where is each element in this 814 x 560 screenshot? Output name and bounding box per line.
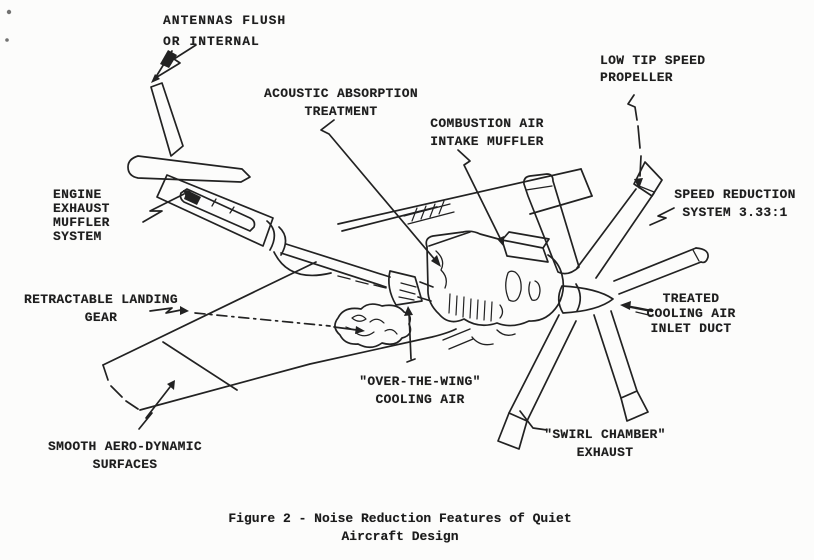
empennage xyxy=(127,50,251,183)
leader-antennas xyxy=(151,44,197,83)
exhaust-stub xyxy=(471,329,516,346)
left-wing xyxy=(102,251,457,411)
over-wing-duct xyxy=(388,270,423,306)
blade-down-right xyxy=(593,310,638,399)
label-combustion-air: COMBUSTION AIR INTAKE MUFFLER xyxy=(430,116,544,149)
trailing-edge xyxy=(139,328,457,411)
label-over-the-wing: "OVER-THE-WING" COOLING AIR xyxy=(359,374,481,407)
figure-caption: Figure 2 - Noise Reduction Features of Q… xyxy=(228,511,572,544)
leading-edge xyxy=(337,168,582,225)
blade-right xyxy=(613,247,702,295)
label-low-tip-propeller: LOW TIP SPEED PROPELLER xyxy=(600,53,706,85)
leader-engine-exhaust xyxy=(142,190,191,223)
horizontal-stabilizer xyxy=(127,155,251,183)
propeller xyxy=(442,161,709,450)
leader-treated-cooling xyxy=(620,301,654,317)
blade-up xyxy=(576,188,655,279)
leading-edge xyxy=(102,261,317,366)
leader-landing-gear xyxy=(149,306,365,334)
label-engine-exhaust: ENGINE EXHAUST MUFFLER SYSTEM xyxy=(53,187,110,244)
label-landing-gear: RETRACTABLE LANDING GEAR xyxy=(24,292,178,325)
label-antennas: ANTENNAS FLUSH OR INTERNAL xyxy=(163,13,287,49)
root-fairing xyxy=(273,251,332,277)
leader-combustion xyxy=(457,149,504,247)
leader-swirl-chamber xyxy=(519,410,548,431)
tip-dashes xyxy=(102,364,139,410)
blade-up-tip xyxy=(633,161,663,197)
label-treated-cooling: TREATED COOLING AIR INLET DUCT xyxy=(646,291,736,336)
flap-line xyxy=(162,341,238,391)
spinner xyxy=(557,285,614,314)
wing-tip xyxy=(580,168,593,197)
leader-low-tip-propeller xyxy=(627,94,643,189)
blade-left-hidden xyxy=(442,328,474,350)
leader-speed-reduction xyxy=(649,207,675,226)
paper-specks xyxy=(5,9,12,42)
trailing-edge xyxy=(428,195,593,247)
vertical-fin xyxy=(150,82,184,157)
leader-over-the-wing xyxy=(404,306,416,363)
antenna-body xyxy=(160,50,177,68)
treatment-hatching xyxy=(411,200,445,222)
leader-acoustic xyxy=(320,119,441,267)
cooling-fins xyxy=(448,293,493,322)
blade-down-left xyxy=(508,314,577,422)
leader-smooth-surfaces xyxy=(138,380,175,430)
engine-nacelle xyxy=(425,230,565,346)
label-smooth-surfaces: SMOOTH AERO-DYNAMIC SURFACES xyxy=(48,439,202,472)
intake-muffler-box xyxy=(501,231,550,263)
boom-collar xyxy=(266,220,287,256)
tail-boom-muffler xyxy=(156,174,287,256)
landing-gear xyxy=(334,303,412,349)
right-wing xyxy=(337,168,593,247)
blade-up-left xyxy=(523,173,580,275)
label-speed-reduction: SPEED REDUCTION SYSTEM 3.33:1 xyxy=(674,187,796,220)
label-swirl-chamber: "SWIRL CHAMBER" EXHAUST xyxy=(544,427,666,460)
label-acoustic-absorption: ACOUSTIC ABSORPTION TREATMENT xyxy=(264,86,418,119)
